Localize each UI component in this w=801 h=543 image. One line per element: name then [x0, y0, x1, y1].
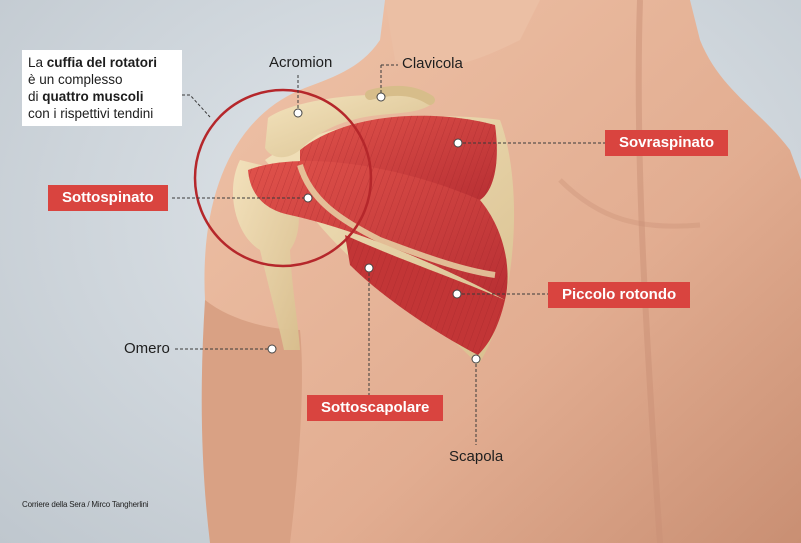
intro-text: di — [28, 89, 43, 104]
intro-text: è un complesso — [28, 72, 123, 87]
scapola-dot — [471, 354, 481, 364]
label-sottoscapolare: Sottoscapolare — [307, 395, 444, 421]
acromion-dot — [293, 108, 303, 118]
sottoscapolare-dot — [364, 263, 374, 273]
label-piccolo-rotondo: Piccolo rotondo — [548, 282, 691, 308]
intro-text: con i rispettivi tendini — [28, 106, 154, 121]
piccolo-rotondo-dot — [452, 289, 462, 299]
label-scapola: Scapola — [449, 448, 504, 465]
label-omero: Omero — [124, 340, 170, 357]
intro-box: La cuffia del rotatori è un complesso di… — [22, 50, 182, 126]
clavicola-bone — [365, 85, 435, 105]
rotator-cuff-circle — [193, 88, 373, 268]
acromion-bone — [265, 94, 430, 158]
clavicola-dot — [376, 92, 386, 102]
intro-text-bold: quattro muscoli — [42, 89, 144, 104]
omero-dot — [267, 344, 277, 354]
intro-text: La — [28, 55, 47, 70]
sovraspinato-dot — [453, 138, 463, 148]
credit: Corriere della Sera / Mirco Tangherlini — [22, 500, 149, 509]
label-acromion: Acromion — [269, 54, 333, 71]
label-sovraspinato: Sovraspinato — [605, 130, 729, 156]
label-sottospinato: Sottospinato — [48, 185, 168, 211]
label-clavicola: Clavicola — [402, 55, 463, 72]
upper-arm — [201, 300, 302, 543]
intro-text-bold: cuffia del rotatori — [46, 55, 158, 70]
sottospinato-dot — [303, 193, 313, 203]
